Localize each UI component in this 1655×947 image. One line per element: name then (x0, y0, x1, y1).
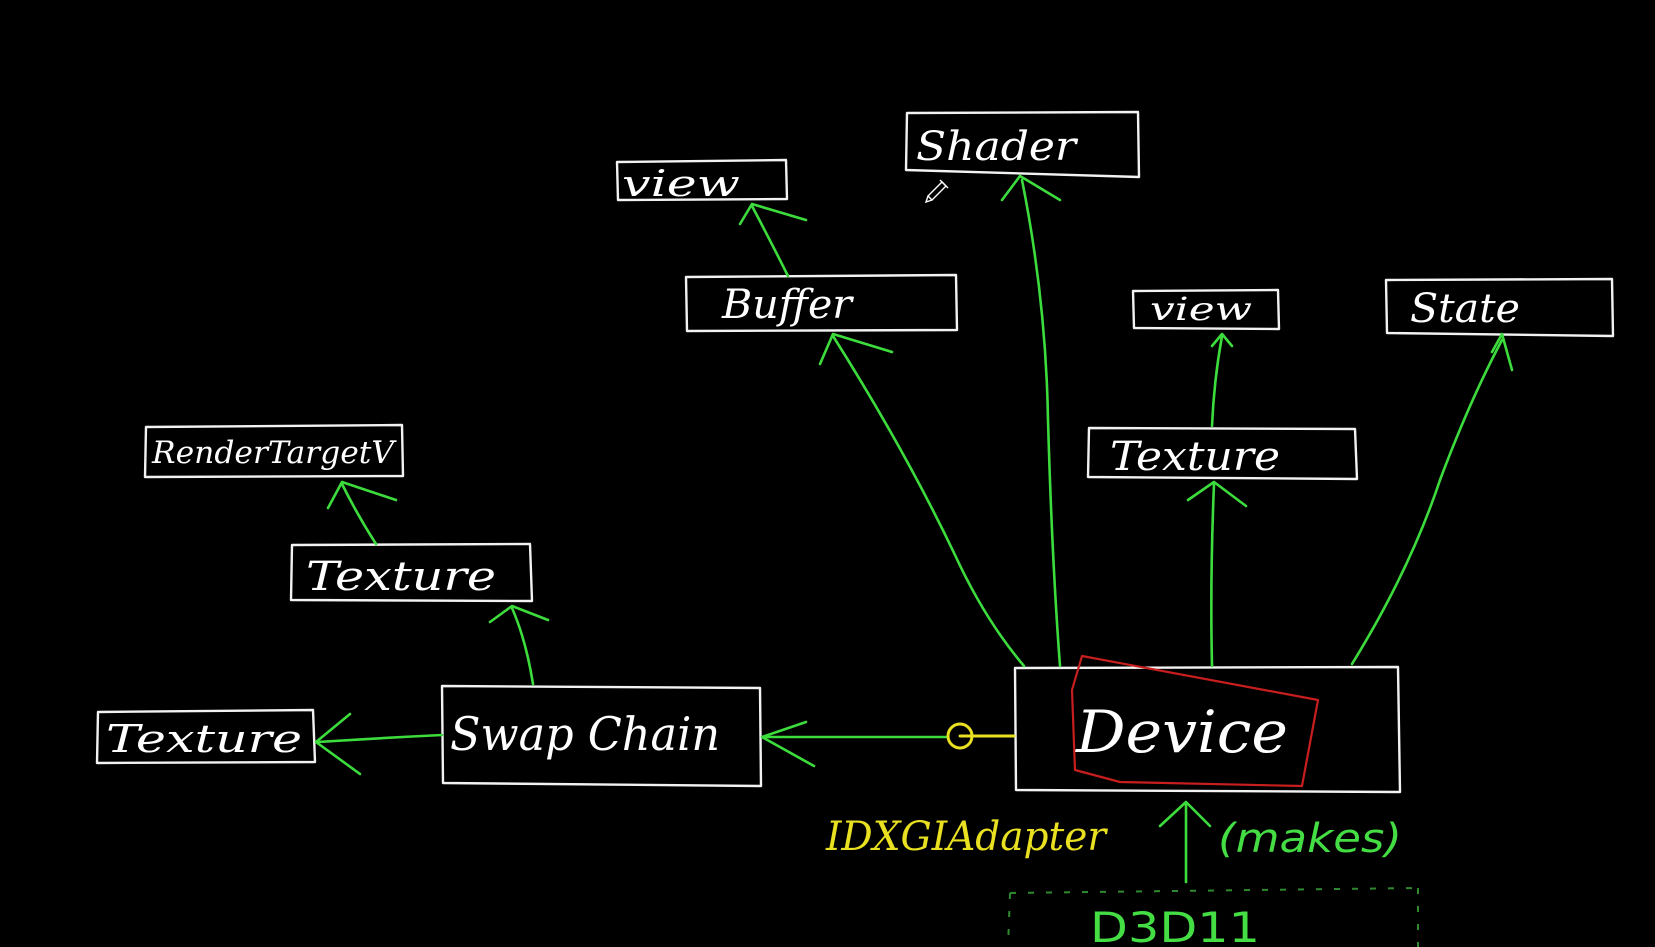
buffer-label: Buffer (721, 282, 855, 328)
arrow-texture-to-view (1210, 334, 1224, 428)
texture-device-label: Texture (1110, 434, 1280, 480)
idxgi-adapter-label: IDXGIAdapter (825, 814, 1109, 860)
arrow-device-to-texture (1210, 482, 1216, 668)
texture-swapchain-label: Texture (306, 554, 496, 600)
adapter-connector (946, 722, 1016, 750)
arrow-device-to-state (1350, 338, 1504, 666)
render-target-view-node: RenderTargetV (143, 423, 405, 479)
texture-left-label: Texture (106, 717, 302, 761)
arrow-swapchain-to-texture-left (316, 733, 444, 744)
view-texture-node: view (1131, 288, 1281, 331)
pen-cursor-icon (924, 179, 949, 204)
arrow-device-to-shader (1020, 178, 1062, 668)
view-buffer-node: view (615, 158, 789, 205)
view-buffer-label: view (622, 164, 740, 205)
arrow-texture-to-rtv (340, 482, 378, 546)
render-target-view-label: RenderTargetV (151, 435, 398, 471)
device-label: Device (1075, 698, 1288, 766)
state-node: State (1384, 277, 1615, 338)
device-node: Device (1013, 654, 1402, 794)
swap-chain-node: Swap Chain (440, 684, 763, 788)
arrow-swapchain-to-texture-top (510, 606, 535, 686)
d3d11-node: D3D11 (1007, 887, 1419, 947)
swap-chain-label: Swap Chain (450, 707, 720, 761)
makes-label: (makes) (1218, 816, 1402, 862)
arrow-device-to-buffer (831, 334, 1026, 668)
shader-label: Shader (916, 124, 1079, 170)
view-texture-label: view (1150, 290, 1252, 328)
texture-device-node: Texture (1086, 426, 1359, 481)
d3d11-label: D3D11 (1090, 903, 1260, 947)
device-highlight (1070, 654, 1320, 788)
arrow-buffer-to-view (750, 204, 790, 278)
arrows (314, 174, 1514, 884)
state-label: State (1410, 286, 1520, 332)
buffer-node: Buffer (684, 273, 959, 333)
texture-swapchain-node: Texture (289, 542, 534, 603)
shader-node: Shader (904, 110, 1141, 179)
texture-left-node: Texture (95, 708, 317, 765)
